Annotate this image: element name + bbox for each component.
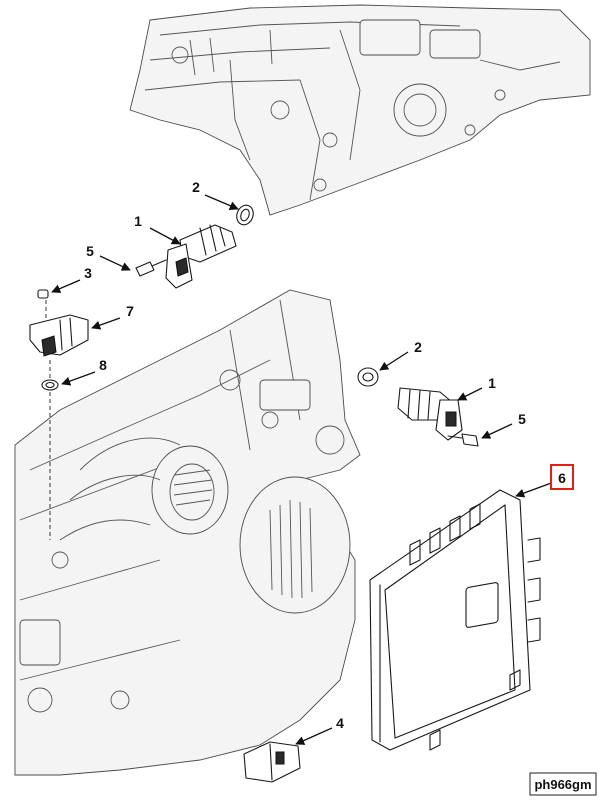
part-3-bolt [37, 289, 49, 299]
upper-engine-block [129, 4, 591, 216]
leader-3 [51, 279, 81, 293]
leader-6 [515, 481, 555, 498]
callout-6: 6 [558, 470, 566, 486]
leader-5-upper [99, 255, 131, 271]
reference-code-box [529, 772, 597, 796]
part-2-upper-oring [236, 204, 254, 226]
callout-6-highlight-box [550, 464, 574, 490]
callout-8: 8 [99, 357, 107, 373]
leader-1-upper [149, 227, 181, 245]
leader-2-lower [379, 351, 409, 371]
callout-7: 7 [126, 303, 134, 319]
callout-1-lower: 1 [488, 375, 496, 391]
part-6-ecm-module [369, 489, 541, 751]
leader-8 [61, 371, 96, 386]
reference-code: ph966gm [534, 777, 591, 792]
leader-2-upper [204, 194, 239, 210]
callout-2-upper: 2 [192, 179, 200, 195]
callout-4: 4 [336, 715, 344, 731]
lower-engine-block [14, 289, 361, 776]
part-2-lower-oring [357, 367, 379, 387]
callout-5-lower: 5 [518, 411, 526, 427]
callout-3: 3 [84, 265, 92, 281]
callout-2-lower: 2 [414, 339, 422, 355]
part-7-sensor [29, 314, 89, 357]
callout-5-upper: 5 [86, 243, 94, 259]
leader-4 [295, 727, 333, 745]
part-4-connector [243, 741, 301, 783]
assembly-line-left [45, 300, 51, 540]
part-8-oring [41, 379, 59, 391]
leader-5-lower [481, 423, 513, 439]
part-1-upper-sensor [165, 224, 237, 289]
callout-1-upper: 1 [134, 213, 142, 229]
leader-1-lower [457, 387, 483, 401]
leader-7 [91, 317, 121, 330]
part-5-upper-bolt [135, 259, 167, 277]
part-5-lower-bolt [447, 433, 479, 447]
part-1-lower-sensor [397, 387, 463, 441]
